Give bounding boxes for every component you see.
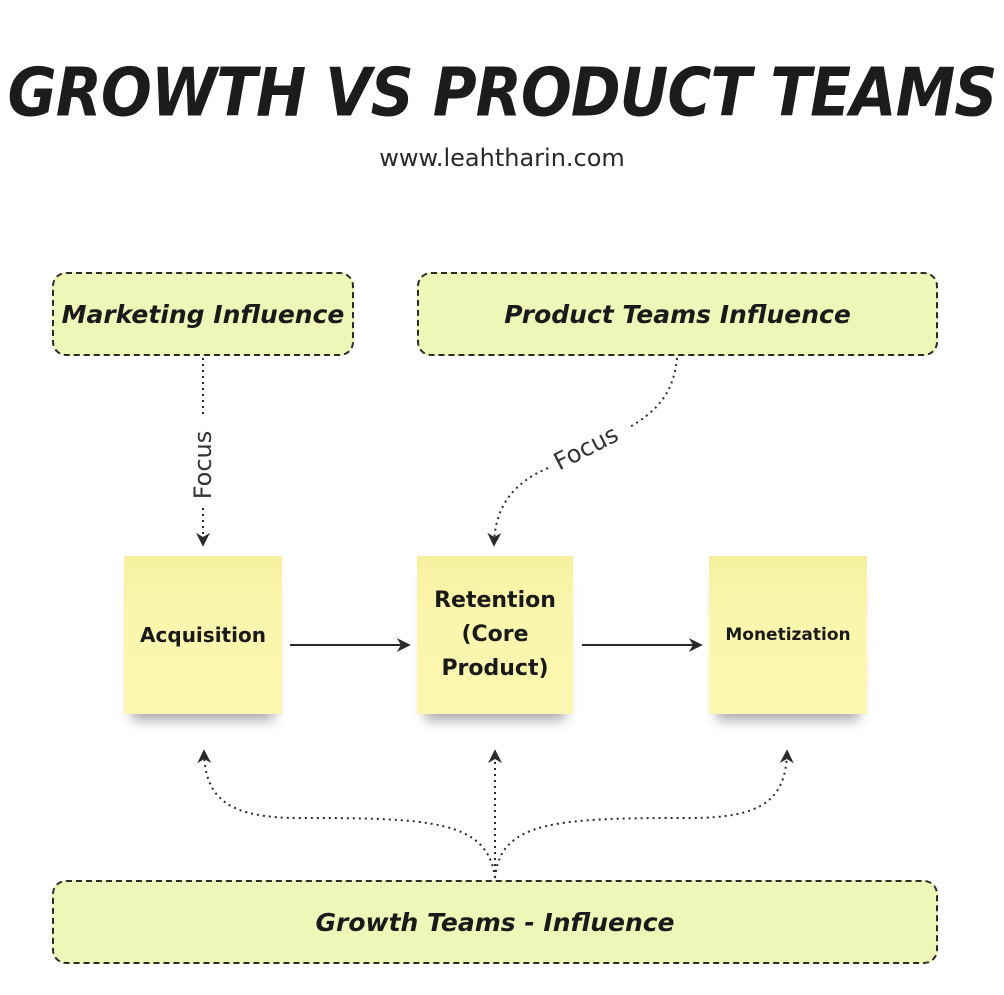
marketing-influence-box: Marketing Influence [52, 272, 354, 356]
monetization-label: Monetization [725, 625, 851, 645]
marketing-influence-label: Marketing Influence [61, 299, 345, 329]
acquisition-note: Acquisition [124, 556, 282, 714]
product-teams-influence-box: Product Teams Influence [417, 272, 938, 356]
acquisition-label: Acquisition [140, 623, 266, 647]
monetization-note: Monetization [709, 556, 867, 714]
product-focus-label: Focus [549, 420, 623, 476]
page-title: GROWTH VS PRODUCT TEAMS [7, 53, 997, 133]
page-subtitle: www.leahtharin.com [379, 144, 625, 172]
product-teams-influence-label: Product Teams Influence [504, 299, 851, 329]
growth-teams-influence-label: Growth Teams - Influence [315, 907, 675, 937]
marketing-focus-label: Focus [189, 431, 217, 500]
growth-to-stages-connector [197, 749, 794, 879]
marketing-to-acquisition-connector: Focus [189, 358, 217, 547]
retention-note: Retention (Core Product) [417, 556, 573, 714]
retention-label: Retention (Core Product) [434, 588, 556, 681]
product-to-retention-connector: Focus [487, 357, 678, 547]
growth-teams-influence-box: Growth Teams - Influence [52, 880, 938, 964]
